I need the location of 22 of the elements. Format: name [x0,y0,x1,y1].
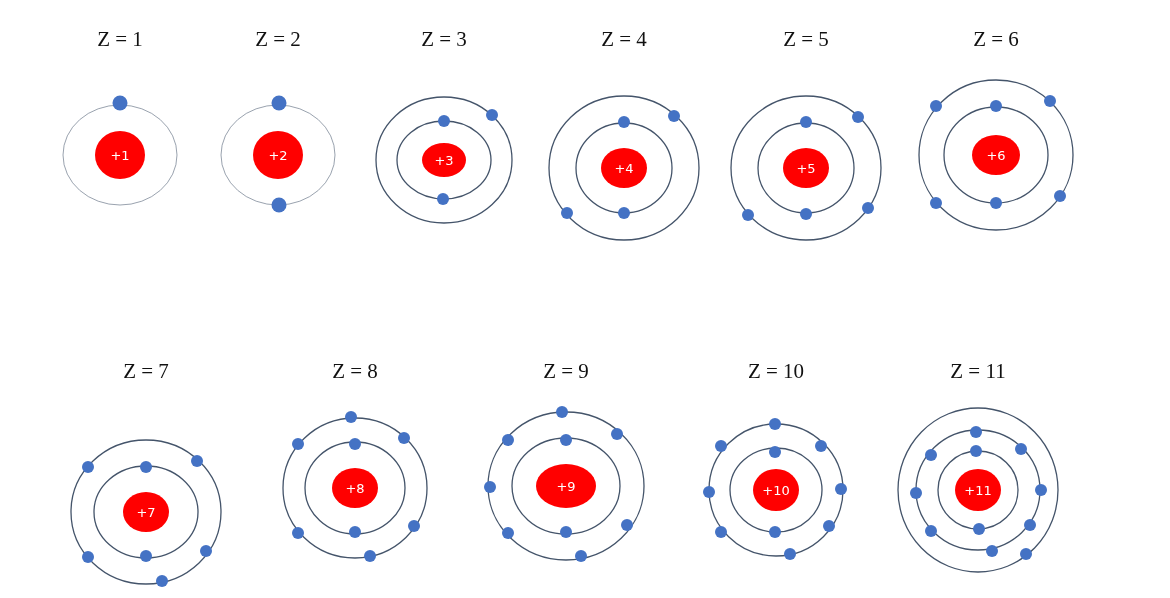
nucleus: +2 [253,131,303,179]
atomic-number-label: Z = 3 [421,27,467,52]
atomic-number-label: Z = 9 [543,359,589,384]
nucleus: +8 [332,468,378,508]
nucleus: +6 [972,135,1020,175]
atomic-number-label: Z = 10 [747,359,805,384]
atomic-number-label: Z = 6 [973,27,1019,52]
nucleus: +9 [536,464,596,508]
atomic-number-label: Z = 8 [332,359,378,384]
atomic-number-label: Z = 11 [950,359,1006,384]
atomic-number-label: Z = 7 [123,359,169,384]
nucleus: +11 [955,469,1001,511]
nucleus: +4 [601,148,647,188]
nucleus: +1 [95,131,145,179]
nucleus: +5 [783,148,829,188]
nucleus: +10 [753,469,799,511]
atomic-number-label: Z = 5 [783,27,829,52]
nucleus: +7 [123,492,169,532]
atomic-number-label: Z = 4 [601,27,647,52]
atomic-number-label: Z = 2 [255,27,301,52]
nucleus: +3 [422,143,466,177]
atomic-number-label: Z = 1 [97,27,143,52]
